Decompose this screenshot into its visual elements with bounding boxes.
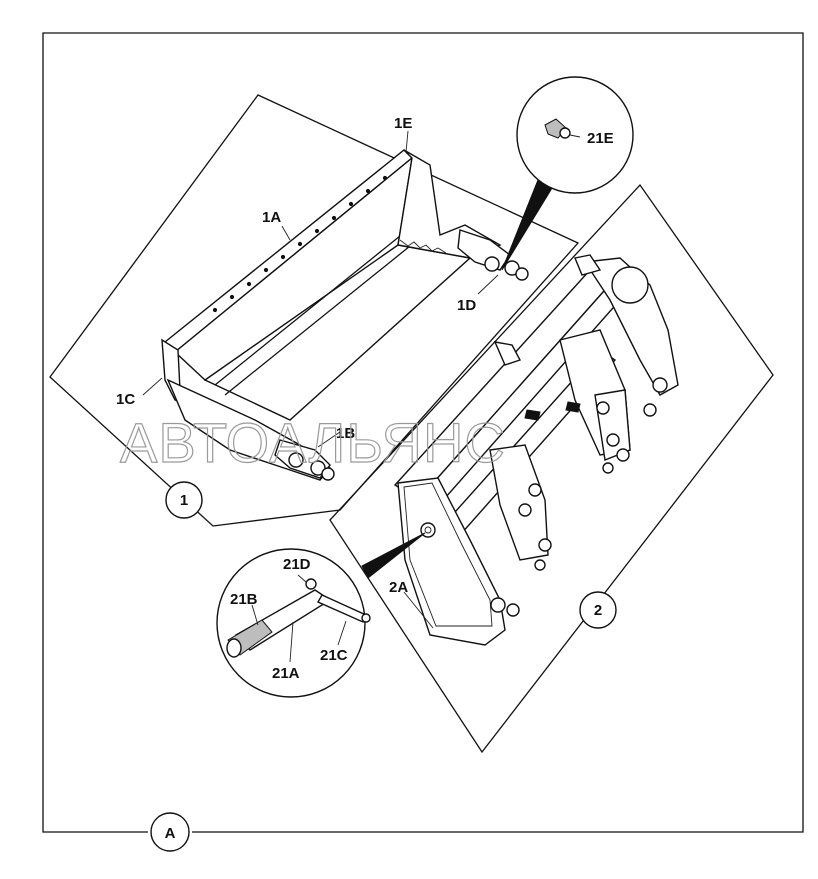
callout-21A: 21A — [272, 665, 300, 682]
callout-1D: 1D — [457, 297, 476, 314]
group-2-number: 2 — [594, 602, 602, 619]
pin-assembly-21 — [226, 578, 371, 658]
outer-frame — [42, 32, 804, 833]
detail-21-pointer — [361, 532, 426, 579]
bucket-bolt-holes — [212, 175, 388, 313]
frame-label-marker: A — [150, 812, 190, 852]
callout-1C: 1C — [116, 391, 135, 408]
quick-hitch-frame — [393, 254, 679, 646]
detail-21E-circle — [516, 76, 634, 194]
callout-1A: 1A — [262, 209, 281, 226]
group-2-panel — [329, 183, 774, 754]
callout-1B: 1B — [336, 425, 355, 442]
callout-21B: 21B — [230, 591, 258, 608]
callout-21D: 21D — [283, 556, 311, 573]
bucket-assembly — [161, 149, 529, 481]
group-1-number: 1 — [180, 492, 188, 509]
group-2-marker: 2 — [579, 591, 617, 629]
callout-21E: 21E — [587, 130, 614, 147]
detail-21E-pointer — [501, 179, 553, 271]
callout-2A: 2A — [389, 579, 408, 596]
group-1-marker: 1 — [165, 481, 214, 527]
watermark: АВТОАЛЬЯНС — [120, 411, 506, 474]
frame-label: A — [165, 825, 176, 842]
switch-21E — [544, 118, 581, 139]
callout-1E: 1E — [394, 115, 412, 132]
callout-21C: 21C — [320, 647, 348, 664]
